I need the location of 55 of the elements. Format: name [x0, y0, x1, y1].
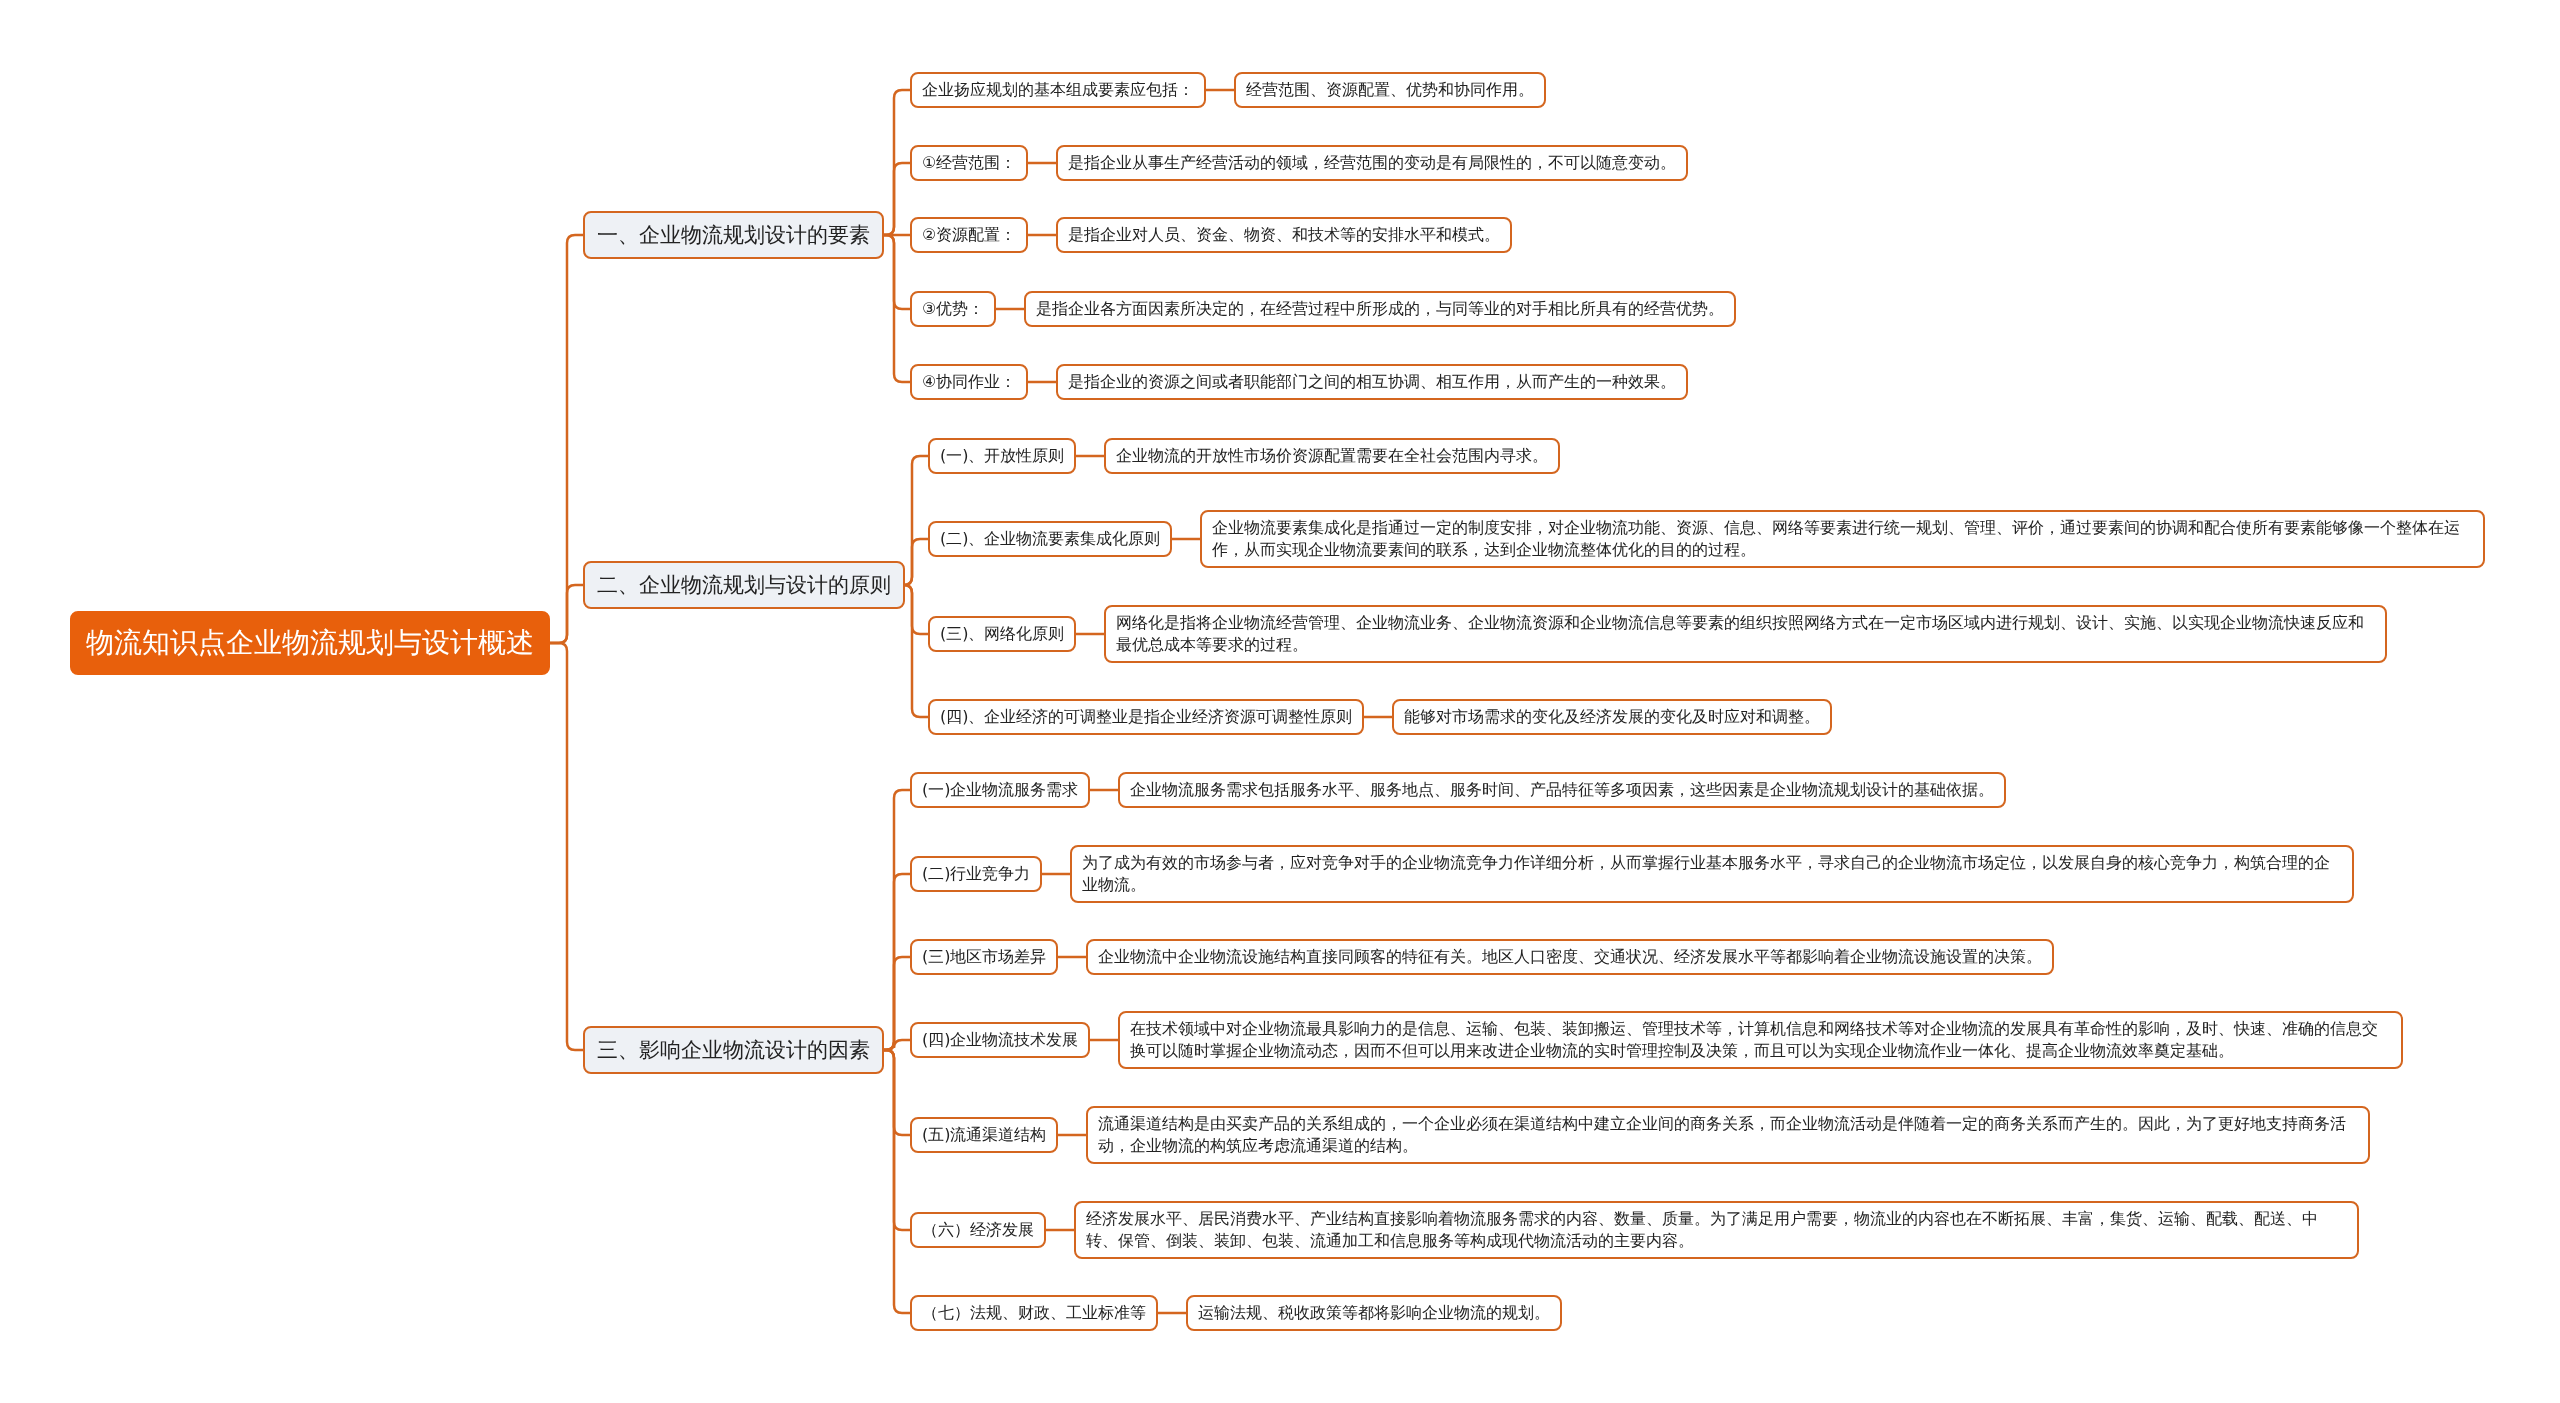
- description-topic: 企业物流的开放性市场价资源配置需要在全社会范围内寻求。: [1104, 438, 1560, 474]
- connector-line: [550, 641, 583, 1052]
- connector-line: [1058, 1133, 1086, 1137]
- connector-line: [1076, 454, 1104, 458]
- subtopic: 企业扬应规划的基本组成要素应包括：: [910, 72, 1206, 108]
- description-topic: 运输法规、税收政策等都将影响企业物流的规划。: [1186, 1295, 1562, 1331]
- central-topic: 物流知识点企业物流规划与设计概述: [70, 611, 550, 675]
- subtopic: （七）法规、财政、工业标准等: [910, 1295, 1158, 1331]
- description-topic: 网络化是指将企业物流经营管理、企业物流业务、企业物流资源和企业物流信息等要素的组织按照网络方式在一定市场区域内进行规划、设计、实施、以实现企业物流快速反应和最优总成本等要求的过程。: [1104, 605, 2387, 663]
- description-topic: 企业物流要素集成化是指通过一定的制度安排，对企业物流功能、资源、信息、网络等要素进行统一规划、管理、评价，通过要素间的协调和配合使所有要素能够像一个整体在运作，从而实现企业物流要素间的联系，达到企业物流整体优化的目的的过程。: [1200, 510, 2485, 568]
- description-topic: 为了成为有效的市场参与者，应对竞争对手的企业物流竞争力作详细分析，从而掌握行业基本服务水平，寻求自己的企业物流市场定位，以发展自身的核心竞争力，构筑合理的企业物流。: [1070, 845, 2354, 903]
- subtopic: ③优势：: [910, 291, 997, 327]
- connector-line: [1364, 715, 1392, 719]
- connector-line: [1076, 632, 1104, 636]
- subtopic: (四)企业物流技术发展: [910, 1022, 1091, 1058]
- subtopic: (二)行业竞争力: [910, 856, 1043, 892]
- subtopic: (三)地区市场差异: [910, 939, 1059, 975]
- connector-line: [1206, 88, 1234, 92]
- connector-line: [1090, 1038, 1118, 1042]
- subtopic: ①经营范围：: [910, 145, 1029, 181]
- subtopic: (四)、企业经济的可调整业是指企业经济资源可调整性原则: [928, 699, 1365, 735]
- connector-line: [1090, 788, 1118, 792]
- description-topic: 是指企业的资源之间或者职能部门之间的相互协调、相互作用，从而产生的一种效果。: [1056, 364, 1688, 400]
- connector-line: [1046, 1228, 1074, 1232]
- description-topic: 经营范围、资源配置、优势和协同作用。: [1234, 72, 1546, 108]
- subtopic: ④协同作业：: [910, 364, 1029, 400]
- description-topic: 流通渠道结构是由买卖产品的关系组成的，一个企业必须在渠道结构中建立企业间的商务关系，而企业物流活动是伴随着一定的商务关系而产生的。因此，为了更好地支持商务活动，企业物流的构筑应考虑流通渠道的结构。: [1086, 1106, 2370, 1164]
- connector-line: [1028, 380, 1056, 384]
- description-topic: 是指企业对人员、资金、物资、和技术等的安排水平和模式。: [1056, 217, 1512, 253]
- description-topic: 经济发展水平、居民消费水平、产业结构直接影响着物流服务需求的内容、数量、质量。为了满足用户需要，物流业的内容也在不断拓展、丰富，集货、运输、配载、配送、中转、保管、倒装、装卸、包装、流通加工和信息服务等构成现代物流活动的主要内容。: [1074, 1201, 2359, 1259]
- connector-line: [884, 1048, 910, 1315]
- subtopic: (三)、网络化原则: [928, 616, 1077, 652]
- connector-line: [1172, 537, 1200, 541]
- description-topic: 企业物流服务需求包括服务水平、服务地点、服务时间、产品特征等多项因素，这些因素是企业物流规划设计的基础依据。: [1118, 772, 2006, 808]
- description-topic: 是指企业各方面因素所决定的，在经营过程中所形成的，与同等业的对手相比所具有的经营优势。: [1024, 291, 1736, 327]
- subtopic: (一)、开放性原则: [928, 438, 1077, 474]
- connector-line: [1042, 872, 1070, 876]
- subtopic: （六）经济发展: [910, 1212, 1046, 1248]
- connector-line: [1058, 955, 1086, 959]
- main-branch-topic: 一、企业物流规划设计的要素: [583, 211, 884, 259]
- connector-line: [1028, 233, 1056, 237]
- subtopic: (五)流通渠道结构: [910, 1117, 1059, 1153]
- subtopic: (二)、企业物流要素集成化原则: [928, 521, 1173, 557]
- connector-line: [996, 307, 1024, 311]
- description-topic: 是指企业从事生产经营活动的领域，经营范围的变动是有局限性的，不可以随意变动。: [1056, 145, 1688, 181]
- description-topic: 能够对市场需求的变化及经济发展的变化及时应对和调整。: [1392, 699, 1832, 735]
- main-branch-topic: 二、企业物流规划与设计的原则: [583, 561, 905, 609]
- description-topic: 在技术领域中对企业物流最具影响力的是信息、运输、包装、装卸搬运、管理技术等，计算机信息和网络技术等对企业物流的发展具有革命性的影响，及时、快速、准确的信息交换可以随时掌握企业物流动态，因而不但可以用来改进企业物流的实时管理控制及决策，而且可以为实现企业物流作业一体化、提高企业物流效率奠定基础。: [1118, 1011, 2403, 1069]
- connector-line: [1158, 1311, 1186, 1315]
- connector-line: [1028, 161, 1056, 165]
- subtopic: ②资源配置：: [910, 217, 1029, 253]
- main-branch-topic: 三、影响企业物流设计的因素: [583, 1026, 884, 1074]
- description-topic: 企业物流中企业物流设施结构直接同顾客的特征有关。地区人口密度、交通状况、经济发展水平等都影响着企业物流设施设置的决策。: [1086, 939, 2054, 975]
- connector-line: [884, 233, 910, 384]
- subtopic: (一)企业物流服务需求: [910, 772, 1091, 808]
